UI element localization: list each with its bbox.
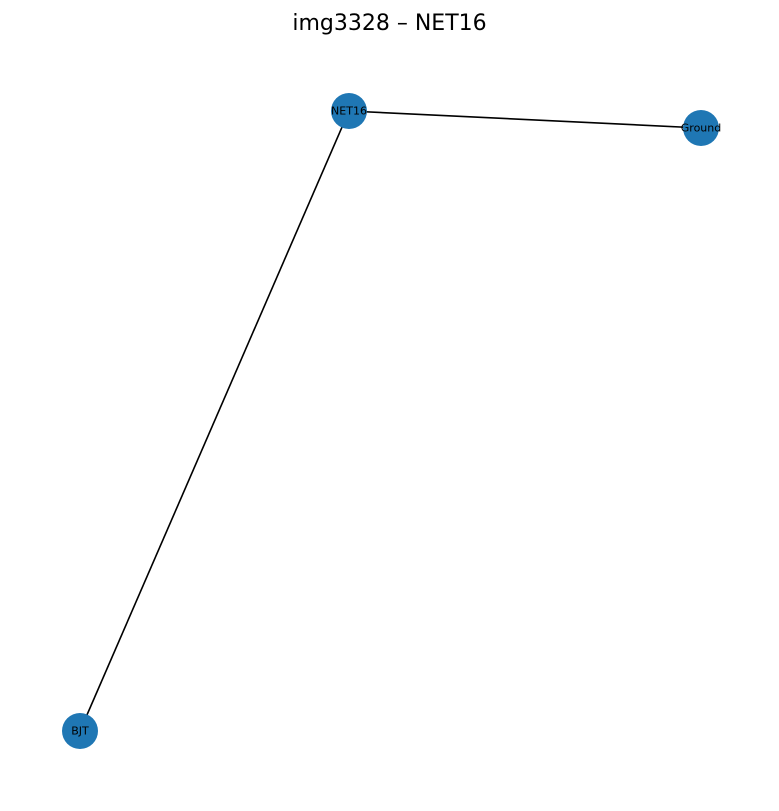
node-circle-net16 — [331, 93, 367, 129]
node-label-bjt: BJT — [71, 725, 89, 738]
node-circle-ground — [683, 110, 719, 146]
node-circle-bjt — [62, 713, 98, 749]
node-label-ground: Ground — [681, 122, 721, 135]
edge-net16-ground — [348, 110, 702, 129]
edge-net16-bjt — [79, 110, 350, 732]
graph-title: img3328 – NET16 — [292, 11, 487, 36]
node-net16: NET16 — [331, 93, 367, 129]
node-bjt: BJT — [62, 713, 98, 749]
node-label-net16: NET16 — [331, 105, 367, 118]
edges-layer — [79, 110, 702, 732]
node-ground: Ground — [681, 110, 721, 146]
